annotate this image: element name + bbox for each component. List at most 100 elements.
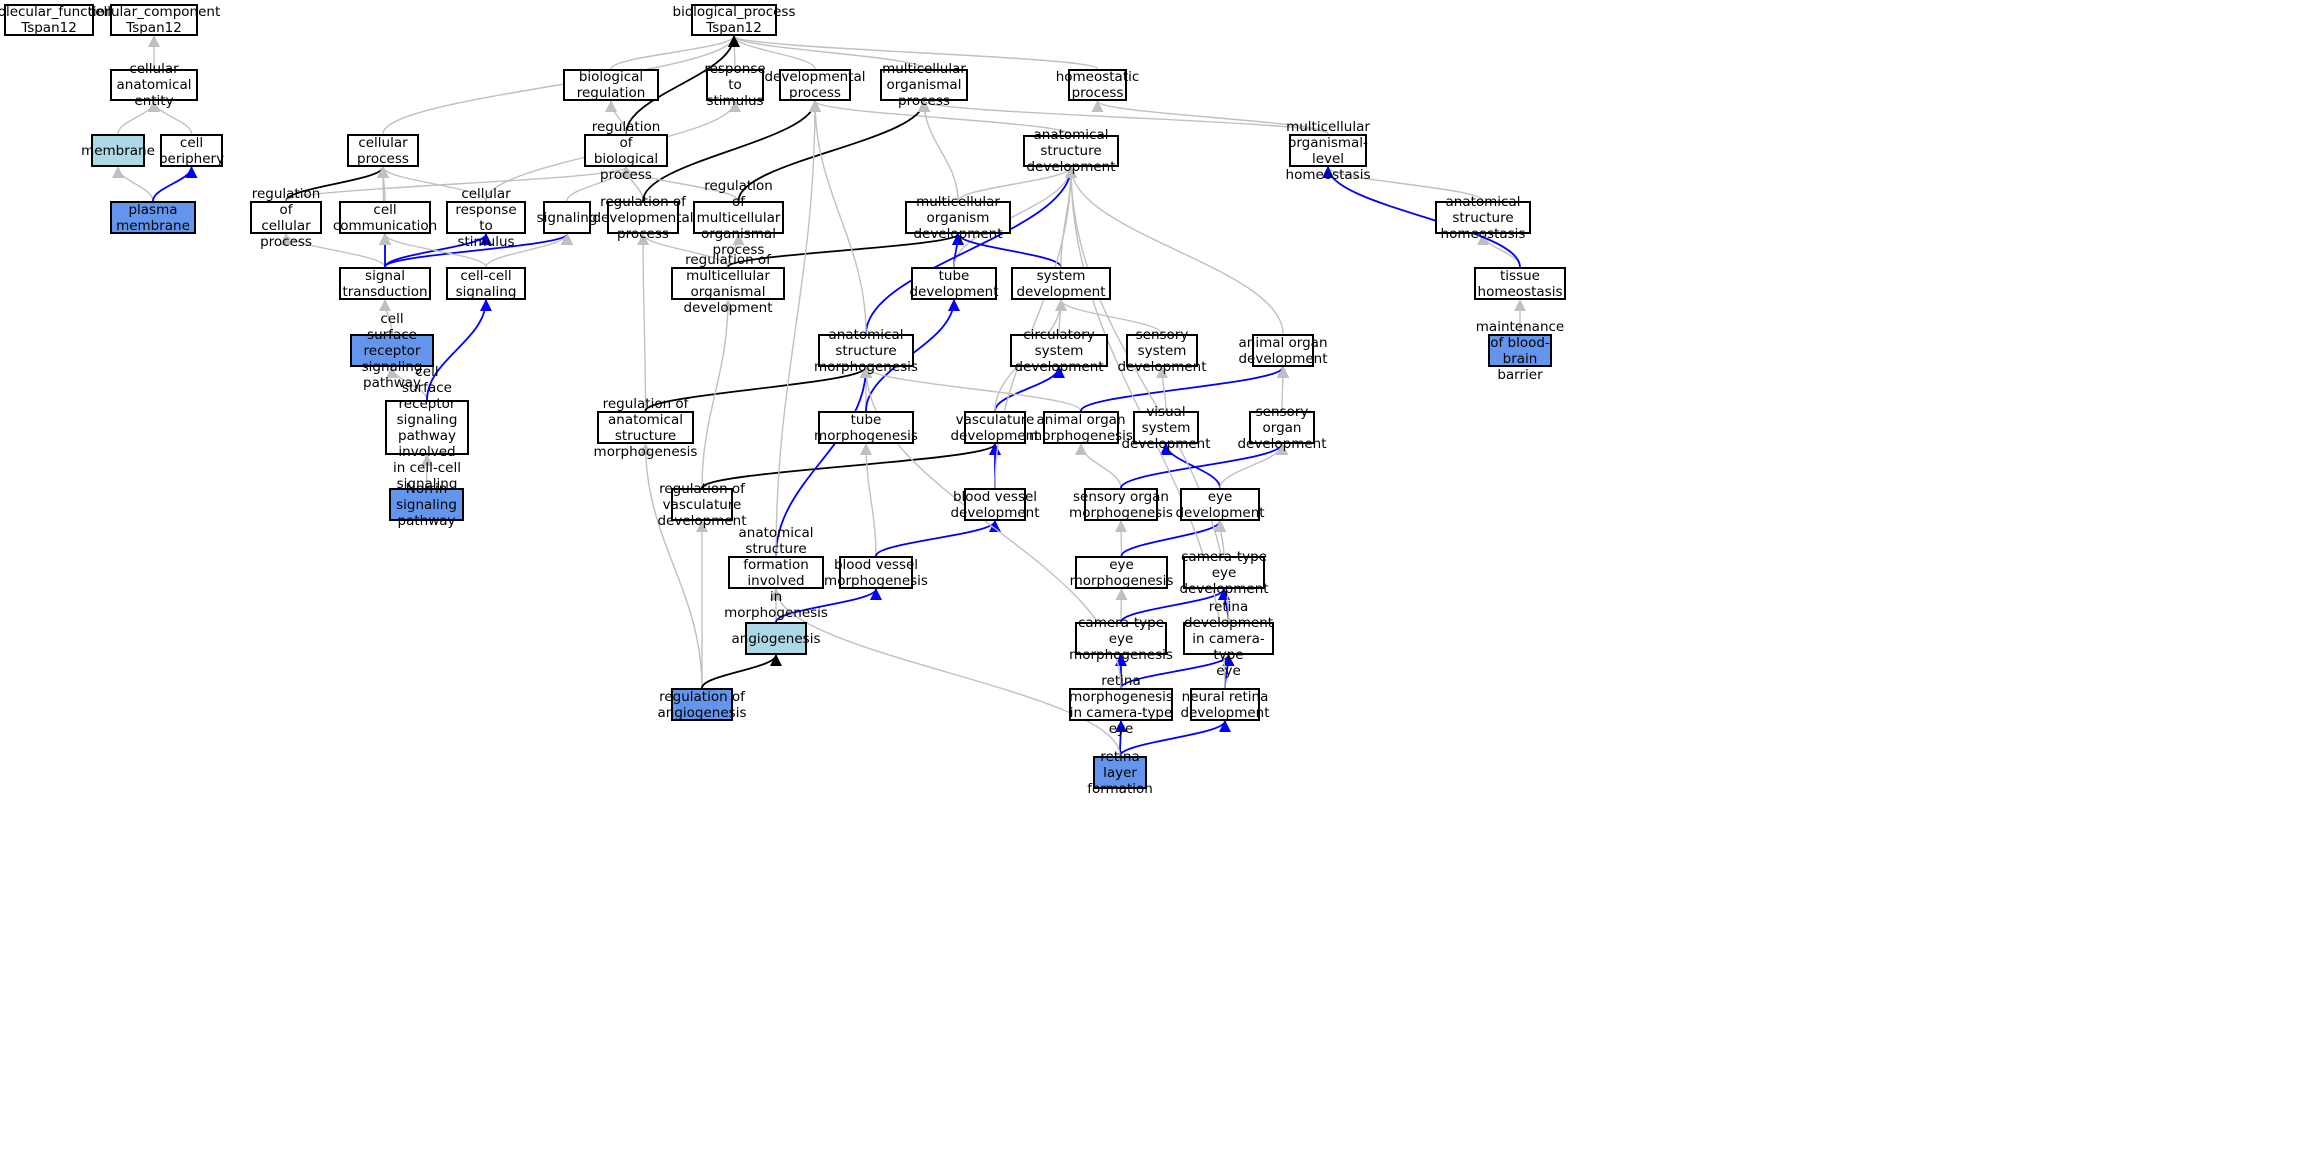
edge-is_a-eyedev-to-sod <box>1219 443 1288 489</box>
go-term-node-asd: anatomical structure development <box>1023 127 1119 175</box>
edge-regulates-regvasc-to-vascdev <box>701 443 1001 489</box>
edge-is_a-eyemorph-to-som <box>1115 520 1128 557</box>
edge-is_a-plasmamem-to-membrane <box>112 166 154 202</box>
go-term-label: anatomical structure homeostasis <box>1440 193 1526 242</box>
go-term-label: cellular anatomical entity <box>116 61 192 109</box>
go-term-label: retina development in camera-type eye <box>1183 598 1274 679</box>
edge-is_a-ccsig-to-signaling <box>485 233 573 268</box>
go-term-label: anatomical structure development <box>1026 127 1116 175</box>
go-term-label: homeostatic process <box>1055 69 1140 101</box>
go-term-label: tube morphogenesis <box>814 411 918 444</box>
go-term-node-rmcte: retina morphogenesis in camera-type eye <box>1069 673 1173 737</box>
go-term-node-ctem: camera-type eye morphogenesis <box>1069 615 1173 663</box>
edge-part_of-rlf-to-nrd <box>1119 720 1231 757</box>
edge-is_a-csrsp-to-sigtrans <box>379 299 393 335</box>
go-term-node-rlf: retina layer formation <box>1087 749 1153 797</box>
go-term-node-devproc: developmental process <box>764 69 866 101</box>
go-term-node-visdev: visual system development <box>1121 404 1210 452</box>
edge-is_a-sigtrans-to-regcell <box>280 233 386 268</box>
edge-part_of-csrspcc-to-ccsig <box>426 299 492 401</box>
edge-is_a-cted-to-eyedev <box>1214 520 1227 557</box>
go-term-label: Norrin signaling pathway <box>396 480 457 529</box>
go-term-node-mf: molecular_function Tspan12 <box>0 4 113 36</box>
go-term-label: camera-type eye development <box>1179 548 1269 597</box>
go-term-node-membrane: membrane <box>81 134 155 167</box>
go-term-node-plasmamem: plasma membrane <box>110 201 196 234</box>
edge-is_a-rlf-to-asfm <box>770 588 1121 757</box>
go-term-node-bp: biological_process Tspan12 <box>673 4 796 36</box>
edge-part_of-asfm-to-asm <box>775 366 872 557</box>
edge-is_a-regasm-to-regdev <box>637 233 650 412</box>
edge-is_a-aom-to-asm <box>860 366 1082 412</box>
edge-is_a-visdev-to-sensys <box>1156 366 1169 412</box>
go-term-node-som: sensory organ morphogenesis <box>1069 488 1173 521</box>
go-term-label: anatomical structure formation involved … <box>724 524 828 621</box>
edge-is_a-aod-to-asd <box>1065 166 1284 335</box>
go-term-node-signaling: signaling <box>537 201 597 234</box>
go-term-node-bvd: blood vessel development <box>950 488 1040 521</box>
go-term-node-mbbb: maintenance of blood-brain barrier <box>1476 319 1564 383</box>
go-term-node-angio: angiogenesis <box>732 622 820 655</box>
edge-is_a-asd-to-devproc <box>809 100 1072 136</box>
go-term-node-vascdev: vasculature development <box>950 411 1040 444</box>
go-term-node-asm: anatomical structure morphogenesis <box>814 327 918 375</box>
go-term-label: cell communication <box>332 201 438 234</box>
go-term-node-cted: camera-type eye development <box>1179 549 1268 597</box>
edge-is_a-cellperiph-to-cae <box>148 100 193 135</box>
go-term-label: maintenance of blood-brain barrier <box>1475 318 1565 383</box>
go-term-label: regulation of cellular process <box>251 185 321 250</box>
edge-is_a-ash-to-mcolh <box>1322 166 1484 202</box>
edge-regulates-regbio-to-bp <box>625 35 740 135</box>
go-term-label: sensory organ development <box>1237 403 1327 452</box>
go-term-node-regangio: regulation of angiogenesis <box>658 688 746 721</box>
go-term-label: eye morphogenesis <box>1069 556 1174 589</box>
go-term-label: signal transduction <box>342 267 428 300</box>
go-term-node-regasm: regulation of anatomical structure morph… <box>594 396 698 460</box>
go-term-label: sensory system development <box>1117 326 1207 375</box>
edge-is_a-asm-to-devproc <box>809 100 867 335</box>
go-term-node-eyedev: eye development <box>1175 488 1265 521</box>
go-term-node-regmcop: regulation of multicellular organismal p… <box>693 178 784 258</box>
edge-is_a-ccsig-to-cellcomm <box>379 233 487 268</box>
go-term-node-bvm: blood vessel morphogenesis <box>824 556 928 589</box>
edge-is_a-regcell-to-regbio <box>285 166 632 202</box>
go-term-label: tube development <box>909 267 999 300</box>
go-term-label: cell periphery <box>158 134 225 167</box>
go-term-label: cellular_component Tspan12 <box>87 4 221 36</box>
go-term-node-regvasc: regulation of vasculature development <box>657 481 746 529</box>
edge-is_a-regmcod-to-regmcop <box>727 233 745 268</box>
go-term-label: system development <box>1016 267 1106 300</box>
go-term-label: anatomical structure morphogenesis <box>814 326 918 375</box>
go-term-label: regulation of multicellular organismal d… <box>683 251 773 316</box>
go-term-node-tubemorph: tube morphogenesis <box>814 411 918 444</box>
go-term-node-cae: cellular anatomical entity <box>110 61 198 109</box>
edge-is_a-som-to-aom <box>1075 443 1122 489</box>
go-term-node-cc: cellular_component Tspan12 <box>88 4 220 36</box>
go-term-node-nrd: neural retina development <box>1180 688 1270 721</box>
go-term-label: regulation of vasculature development <box>657 480 747 529</box>
go-term-node-regcell: regulation of cellular process <box>250 186 322 250</box>
go-term-label: molecular_function Tspan12 <box>0 4 114 36</box>
go-term-node-sod: sensory organ development <box>1237 404 1326 452</box>
go-term-node-cellresp: cellular response to stimulus <box>446 186 526 250</box>
go-term-label: visual system development <box>1121 403 1211 452</box>
edge-part_of-sigtrans-to-signaling <box>384 233 573 268</box>
go-term-node-cellperiph: cell periphery <box>158 134 225 167</box>
edge-is_a-regvasc-to-regmcod <box>701 299 734 489</box>
go-term-label: multicellular organismal process <box>882 61 966 109</box>
edge-is_a-regangio-to-regasm <box>639 443 703 689</box>
edge-is_a-csrspcc-to-csrsp <box>386 366 428 401</box>
edge-regulates-regdev-to-devproc <box>642 100 821 202</box>
edge-is_a-tubedev-to-asd <box>953 166 1077 268</box>
edge-part_of-vascdev-to-circ <box>994 366 1065 412</box>
go-term-label: animal organ development <box>1238 334 1328 367</box>
go-term-node-mcod: multicellular organism development <box>905 194 1011 242</box>
go-term-label: retina morphogenesis in camera-type eye <box>1069 672 1173 737</box>
edge-is_a-cellproc-to-bp <box>382 35 740 135</box>
go-term-label: neural retina development <box>1180 688 1270 721</box>
go-term-label: regulation of multicellular organismal p… <box>696 177 781 258</box>
go-term-label: regulation of developmental process <box>592 193 694 242</box>
edge-part_of-angio-to-bvm <box>775 588 882 623</box>
edge-is_a-mcolh-to-homeo <box>1091 100 1329 135</box>
go-term-node-sigtrans: signal transduction <box>339 267 431 300</box>
